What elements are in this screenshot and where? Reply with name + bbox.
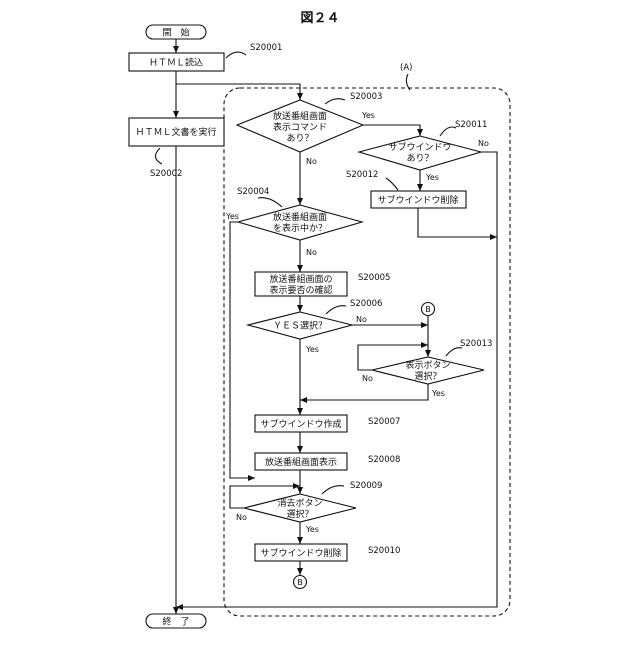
step-s20009: S20009 <box>350 481 382 491</box>
arrow-delete-right-merge <box>418 208 497 237</box>
step-s20010: S20010 <box>368 546 400 556</box>
decision-erase-button-line1: 消去ボタン <box>277 497 322 509</box>
decision-yes-selected-label: ＹＥＳ選択？ <box>273 320 327 332</box>
label-yes-yes: Yes <box>305 345 319 354</box>
label-subwin-no: No <box>478 139 489 148</box>
label-erase-yes: Yes <box>305 525 319 534</box>
step-s20012: S20012 <box>346 170 378 180</box>
delete-subwindow-label-right: サブウインドウ削除 <box>377 194 458 206</box>
confirm-display-line2: 表示要否の確認 <box>269 284 332 296</box>
label-erase-no: No <box>236 513 247 522</box>
s20009-leader <box>322 486 344 494</box>
label-yes-no: No <box>356 315 367 324</box>
label-subwin-yes: Yes <box>425 173 439 182</box>
step-s20008: S20008 <box>368 455 400 465</box>
decision-display-command-line2: 表示コマンド <box>273 121 327 133</box>
show-program-label: 放送番組画面表示 <box>265 456 337 468</box>
delete-subwindow-label-left: サブウインドウ削除 <box>260 547 341 559</box>
exec-html-label: ＨＴＭＬ文書を実行 <box>135 126 216 138</box>
s20002-leader <box>155 148 162 164</box>
decision-display-command-line1: 放送番組画面 <box>273 110 327 122</box>
create-subwindow-label: サブウインドウ作成 <box>260 418 341 430</box>
step-s20002: S20002 <box>150 169 182 179</box>
read-html-label: ＨＴＭＬ読込 <box>149 57 203 69</box>
step-s20006: S20006 <box>350 299 382 309</box>
label-cmd-yes: Yes <box>361 111 375 120</box>
connector-b-upper-label: B <box>425 305 431 314</box>
s20003-leader <box>325 99 345 104</box>
step-s20011: S20011 <box>455 120 487 130</box>
confirm-display-line1: 放送番組画面の <box>269 273 332 285</box>
arrow-show-button-yes <box>300 384 428 400</box>
s20004-leader <box>258 198 282 207</box>
decision-subwindow-line1: サブウインドウ <box>388 141 451 153</box>
decision-show-button-line2: 選択？ <box>414 370 441 382</box>
decision-subwindow-exists <box>359 136 481 170</box>
arrow-read-to-cmd <box>176 84 300 100</box>
end-label: 終 了 <box>162 616 189 628</box>
figure-title: 図２４ <box>300 11 339 26</box>
step-s20005: S20005 <box>358 273 390 283</box>
step-s20013: S20013 <box>460 339 492 349</box>
step-s20007: S20007 <box>368 417 400 427</box>
s20006-leader <box>326 306 346 314</box>
label-displaying-yes: Yes <box>225 212 239 221</box>
frame-a-label: (A) <box>400 63 412 73</box>
arrow-cmd-yes <box>363 125 420 136</box>
decision-displaying-line1: 放送番組画面 <box>273 211 327 223</box>
connector-b-lower-label: B <box>297 578 303 587</box>
start-label: 開 始 <box>162 27 189 39</box>
frame-a <box>224 88 510 616</box>
arrow-displaying-yes <box>230 222 255 478</box>
step-s20004: S20004 <box>237 187 269 197</box>
label-displaying-no: No <box>306 248 317 257</box>
label-show-button-yes: Yes <box>431 389 445 398</box>
s20011-leader <box>440 127 456 136</box>
decision-displaying-line2: を表示中か？ <box>273 222 327 234</box>
decision-show-button-line1: 表示ボタン <box>405 359 450 371</box>
decision-display-command-line3: あり？ <box>286 133 313 144</box>
s20012-leader <box>386 178 398 190</box>
label-show-button-no: No <box>362 374 373 383</box>
label-cmd-no: No <box>306 157 317 166</box>
decision-erase-button-line2: 選択？ <box>286 508 313 520</box>
step-s20001: S20001 <box>250 43 282 53</box>
s20001-leader <box>226 52 246 58</box>
decision-subwindow-line2: あり？ <box>406 153 433 164</box>
step-s20003: S20003 <box>350 92 382 102</box>
